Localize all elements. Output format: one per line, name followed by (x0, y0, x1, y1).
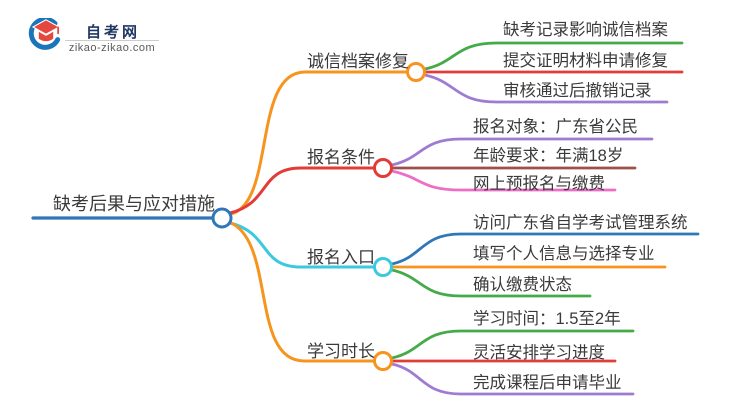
edge-branch-study-duration (227, 220, 376, 363)
node-label-entry-portal[interactable]: 报名入口 (307, 248, 375, 267)
graduation-cap-logo-icon (28, 18, 61, 50)
node-label-target-applicants[interactable]: 报名对象：广东省公民 (473, 118, 638, 136)
edge-child-confirm-payment (390, 268, 592, 298)
site-logo[interactable]: 自考网 zikao-zikao.com (28, 14, 178, 59)
node-label-confirm-payment[interactable]: 确认缴费状态 (473, 276, 572, 294)
logo-divider (65, 40, 159, 41)
node-label-requirements[interactable]: 报名条件 (307, 148, 375, 167)
edge-child-study-time (390, 329, 635, 360)
node-label-age-requirement[interactable]: 年龄要求：年满18岁 (473, 147, 624, 165)
node-toggle-root[interactable] (211, 207, 233, 229)
edge-child-graduation (390, 362, 635, 396)
node-label-submit-proof[interactable]: 提交证明材料申请修复 (503, 52, 668, 70)
node-label-graduation[interactable]: 完成课程后申请毕业 (473, 374, 622, 392)
logo-title: 自考网 (85, 24, 140, 41)
node-label-flexible-pace[interactable]: 灵活安排学习进度 (473, 344, 605, 362)
node-label-study-time[interactable]: 学习时间：1.5至2年 (473, 310, 621, 328)
node-toggle-entry-portal[interactable] (373, 257, 393, 277)
node-label-study-duration[interactable]: 学习时长 (307, 342, 375, 361)
node-toggle-credit-repair[interactable] (406, 62, 426, 82)
node-label-credit-repair[interactable]: 诚信档案修复 (307, 52, 409, 71)
node-label-record-affects[interactable]: 缺考记录影响诚信档案 (503, 21, 668, 39)
node-label-root[interactable]: 缺考后果与应对措施 (53, 194, 215, 214)
edge-child-record-affects (423, 41, 684, 71)
node-toggle-study-duration[interactable] (373, 351, 393, 371)
edge-branch-entry-portal (228, 221, 376, 269)
edge-branch-credit-repair (229, 70, 409, 216)
node-label-fill-info[interactable]: 填写个人信息与选择专业 (473, 245, 655, 263)
edge-child-online-prereg (390, 169, 617, 192)
node-label-online-prereg[interactable]: 网上预报名与缴费 (473, 175, 605, 193)
edge-child-visit-system (390, 232, 700, 266)
edge-child-target-applicants (390, 137, 654, 167)
node-label-revoke-record[interactable]: 审核通过后撤销记录 (503, 82, 652, 100)
node-label-visit-system[interactable]: 访问广东省自学考试管理系统 (473, 214, 688, 232)
logo-domain-text: zikao-zikao.com (68, 42, 156, 54)
edge-branch-requirements (228, 166, 376, 215)
node-toggle-requirements[interactable] (373, 158, 393, 178)
edge-child-revoke-record (423, 73, 669, 104)
